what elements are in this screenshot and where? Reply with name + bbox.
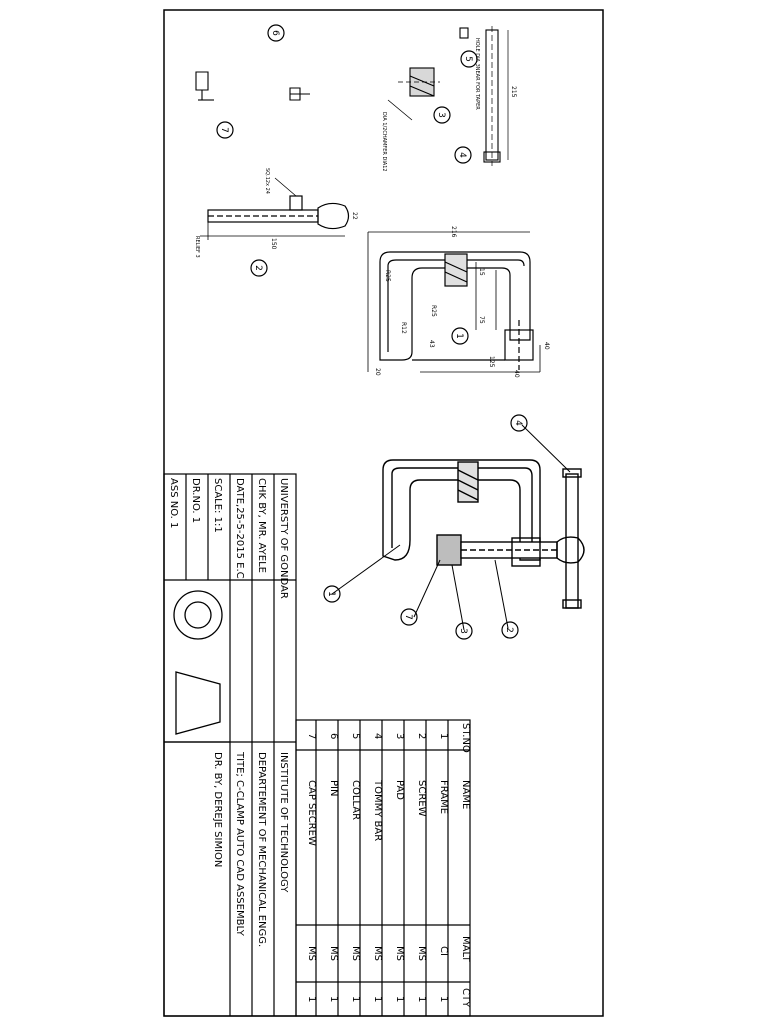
tommy-bar-labels: 215 HOLE DIA 3NEAR FOR TAPER 5 4 <box>454 38 517 164</box>
assembly-number-label: ASS NO. 1 <box>168 478 179 528</box>
row-no: 7 <box>306 733 317 739</box>
title-block <box>163 473 297 1017</box>
dim-tommy-note: HOLE DIA 3NEAR FOR TAPER <box>474 38 480 110</box>
dim-pad-note: DIA 1/2CHAMFER DIA12 <box>381 112 387 172</box>
dim-screw-relief: RELIEF 3 <box>194 236 200 258</box>
row-material: MS <box>350 946 361 961</box>
balloon-tommy-bar: 4 <box>513 420 523 426</box>
assembly-pad <box>436 534 462 566</box>
row-material: MS <box>416 946 427 961</box>
date-label: DATE,25-5-2015 E.C <box>234 478 245 579</box>
screw-detail <box>200 177 350 240</box>
projection-symbol <box>173 590 223 735</box>
row-qty: 1 <box>328 996 339 1002</box>
balloon-screw: 2 <box>504 627 514 633</box>
row-qty: 1 <box>438 996 449 1002</box>
checked-by-label: CHK BY, MR. AYELE <box>256 478 267 573</box>
cap-screw-detail <box>195 71 310 101</box>
row-qty: 1 <box>394 996 405 1002</box>
dim-frame-r2: R25 <box>430 305 437 317</box>
parts-list-text: ST.NO NAME MALT CTY 1 FRAME CI 1 2 SCREW… <box>306 723 471 1008</box>
assembly-view <box>331 424 585 631</box>
balloon-frame: 1 <box>326 591 336 597</box>
drawing-title-label: TITE; C-CLAMP AUTO CAD ASSEMBLY <box>234 751 245 937</box>
pad-detail <box>387 67 440 121</box>
dim-tommy-length: 215 <box>510 86 517 98</box>
balloon-pad: 3 <box>458 628 468 634</box>
row-qty: 1 <box>306 996 317 1002</box>
frame-detail <box>367 231 541 373</box>
assembly-balloons: 1 7 3 2 4 <box>323 414 528 640</box>
row-no: 1 <box>438 733 449 739</box>
dim-frame-d1: 15 <box>478 268 485 276</box>
balloon-frame-detail: 1 <box>454 333 464 339</box>
dim-frame-r1: R25 <box>384 270 391 282</box>
row-name: COLLAR <box>350 780 361 820</box>
dim-frame-d5: 20 <box>374 368 381 376</box>
balloon-screw-detail: 2 <box>253 265 263 271</box>
dim-frame-r3: R12 <box>400 322 407 334</box>
row-name: TOMMY BAR <box>372 779 383 841</box>
row-material: CI <box>438 946 449 956</box>
tommy-bar-detail <box>459 26 509 166</box>
row-no: 2 <box>416 733 427 739</box>
title-block-text: UNIVERSTY OF GONDAR CHK BY, MR. AYELE DA… <box>168 478 289 947</box>
balloon-pad-detail: 3 <box>436 112 446 118</box>
row-no: 4 <box>372 733 383 739</box>
pad-detail-labels: DIA 1/2CHAMFER DIA12 3 <box>381 106 451 172</box>
row-name: CAP SECREW <box>306 780 317 846</box>
dim-screw-d1: 22 <box>351 212 358 220</box>
dim-frame-width: 216 <box>450 226 457 238</box>
row-material: MS <box>328 946 339 961</box>
dim-screw-note: SQ.12x 24 <box>264 168 270 194</box>
pin-balloons: 6 7 <box>216 24 285 139</box>
balloon-cap-screw: 7 <box>403 614 413 620</box>
balloon-pin: 6 <box>270 30 280 36</box>
header-material: MALT <box>460 936 471 963</box>
balloon-tommy-bar-detail: 4 <box>457 152 467 158</box>
row-qty: 1 <box>372 996 383 1002</box>
row-material: MS <box>394 946 405 961</box>
row-qty: 1 <box>416 996 427 1002</box>
department-label: DEPARTEMENT OF MECHANICAL ENGG. <box>256 752 267 947</box>
row-no: 3 <box>394 733 405 739</box>
assembly-tommy-bar <box>565 473 579 609</box>
dim-frame-d4: 40 <box>513 370 520 378</box>
row-qty: 1 <box>350 996 361 1002</box>
parts-list-table <box>295 719 471 1017</box>
header-name: NAME <box>460 780 471 809</box>
drawn-by-label: DR. BY, DEREJE SIMION <box>212 752 223 867</box>
balloon-cap-screw-detail: 7 <box>219 127 229 133</box>
dim-frame-d7: 40 <box>543 342 550 350</box>
row-name: SCREW <box>416 780 427 817</box>
institute-label: INSTITUTE OF TECHNOLOGY <box>278 752 289 893</box>
scale-label: SCALE: 1:1 <box>212 478 223 533</box>
dim-frame-d2: 75 <box>478 316 485 324</box>
university-label: UNIVERSTY OF GONDAR <box>278 478 289 599</box>
row-name: FRAME <box>438 780 449 814</box>
dim-frame-d6: 43 <box>428 340 435 348</box>
row-name: PAD <box>394 780 405 800</box>
dim-screw-length: 150 <box>270 238 277 250</box>
row-material: MS <box>372 946 383 961</box>
row-material: MS <box>306 946 317 961</box>
row-name: PIN <box>328 780 339 796</box>
row-no: 6 <box>328 733 339 739</box>
header-no: ST.NO <box>460 723 471 753</box>
balloon-collar: 5 <box>463 56 473 62</box>
dim-frame-d3: 125 <box>488 356 495 368</box>
header-qty: CTY <box>460 988 471 1008</box>
drawing-number-label: DR.NO. 1 <box>190 478 201 523</box>
assembly-frame <box>382 459 541 561</box>
row-no: 5 <box>350 733 361 739</box>
screw-detail-labels: 150 SQ.12x 24 RELIEF 3 22 2 <box>194 168 358 277</box>
frame-detail-labels: 216 R25 R25 R12 15 75 125 40 20 43 40 1 <box>374 226 550 378</box>
